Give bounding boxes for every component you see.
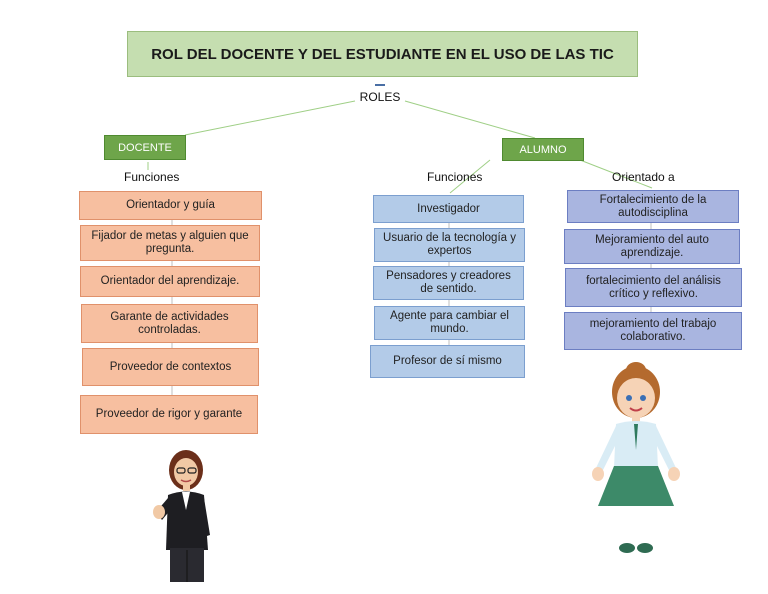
alumno-function-item: Pensadores y creadores de sentido. (373, 266, 524, 300)
alumno-oriented-item: fortalecimiento del análisis crítico y r… (565, 268, 742, 307)
roles-marker (375, 84, 385, 86)
alumno-function-item: Usuario de la tecnología y expertos (374, 228, 525, 262)
alumno-function-item: Agente para cambiar el mundo. (374, 306, 525, 340)
docente-functions-label: Funciones (124, 170, 180, 184)
alumno-function-item: Investigador (373, 195, 524, 223)
alumno-oriented-label: Orientado a (612, 170, 675, 184)
page-title: ROL DEL DOCENTE Y DEL ESTUDIANTE EN EL U… (127, 31, 638, 77)
student-illustration (592, 362, 680, 553)
docente-item: Proveedor de contextos (82, 348, 259, 386)
docente-item: Proveedor de rigor y garante (80, 395, 258, 434)
roles-label: ROLES (359, 90, 401, 104)
docente-item: Orientador del aprendizaje. (80, 266, 260, 297)
alumno-oriented-item: mejoramiento del trabajo colaborativo. (564, 312, 742, 350)
alumno-function-item: Profesor de sí mismo (370, 345, 525, 378)
docente-item: Orientador y guía (79, 191, 262, 220)
alumno-oriented-item: Fortalecimiento de la autodisciplina (567, 190, 739, 223)
docente-tag: DOCENTE (104, 135, 186, 160)
docente-item: Garante de actividades controladas. (81, 304, 258, 343)
alumno-tag: ALUMNO (502, 138, 584, 161)
alumno-functions-label: Funciones (427, 170, 483, 184)
teacher-illustration (153, 450, 210, 582)
docente-item: Fijador de metas y alguien que pregunta. (80, 225, 260, 261)
alumno-oriented-item: Mejoramiento del auto aprendizaje. (564, 229, 740, 264)
